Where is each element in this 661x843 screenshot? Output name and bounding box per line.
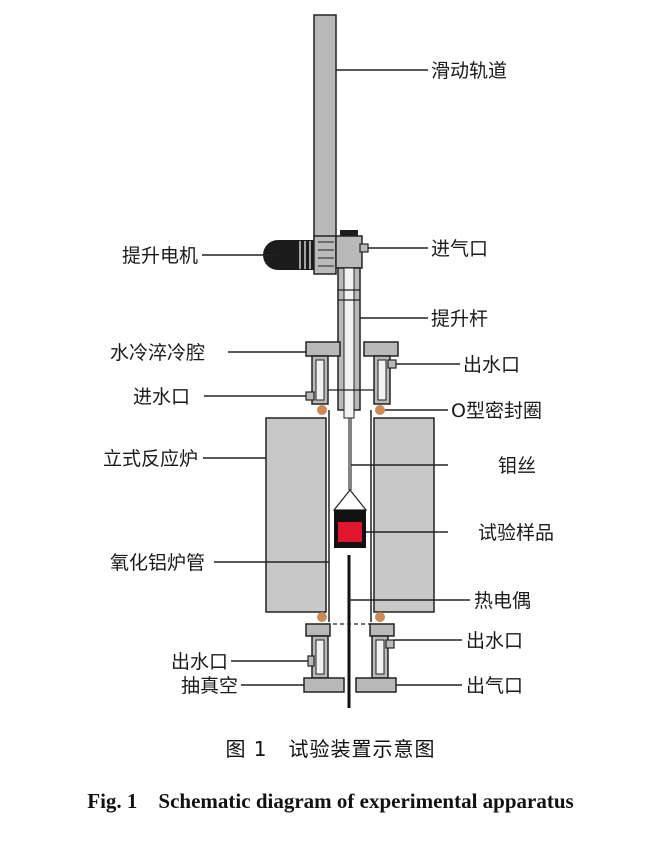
o-ring-top-left xyxy=(317,405,327,415)
label-water-outlet-top: 出水口 xyxy=(463,354,520,376)
o-ring-bottom-right xyxy=(375,612,385,622)
label-thermocouple: 热电偶 xyxy=(474,590,531,612)
label-alumina-tube: 氧化铝炉管 xyxy=(110,552,205,574)
label-sample: 试验样品 xyxy=(478,522,554,544)
label-lift-rod: 提升杆 xyxy=(431,308,488,330)
furnace-left xyxy=(265,417,327,613)
label-vacuum: 抽真空 xyxy=(181,675,238,697)
lift-motor xyxy=(263,235,337,275)
apparatus-diagram: 滑动轨道 提升电机 进气口 提升杆 水冷淬冷腔 出水口 进水口 O型密封圈 立式… xyxy=(103,14,554,708)
label-gas-outlet: 出气口 xyxy=(466,675,523,697)
sample xyxy=(334,510,366,548)
label-o-ring: O型密封圈 xyxy=(451,400,542,422)
label-water-outlet-right: 出水口 xyxy=(466,630,523,652)
quench-chamber xyxy=(305,341,399,405)
slide-rail xyxy=(313,14,337,248)
label-water-inlet: 进水口 xyxy=(133,386,190,408)
label-slide-rail: 滑动轨道 xyxy=(431,60,507,82)
label-water-outlet-left: 出水口 xyxy=(171,651,228,673)
o-ring-bottom-left xyxy=(317,612,327,622)
label-mo-wire: 钼丝 xyxy=(498,455,536,477)
caption-english: Fig. 1 Schematic diagram of experimental… xyxy=(87,789,574,813)
label-gas-inlet: 进气口 xyxy=(431,238,488,260)
lower-chamber xyxy=(303,623,397,693)
label-furnace: 立式反应炉 xyxy=(103,448,198,470)
caption-chinese: 图 1 试验装置示意图 xyxy=(225,737,436,761)
gas-inlet-head xyxy=(335,230,369,269)
o-ring-top-right xyxy=(375,405,385,415)
leader-lines xyxy=(202,69,470,686)
lift-rod xyxy=(337,267,361,419)
furnace-right xyxy=(373,417,435,613)
mo-wire xyxy=(332,418,368,511)
label-lift-motor: 提升电机 xyxy=(122,245,198,267)
label-quench-chamber: 水冷淬冷腔 xyxy=(110,342,205,364)
